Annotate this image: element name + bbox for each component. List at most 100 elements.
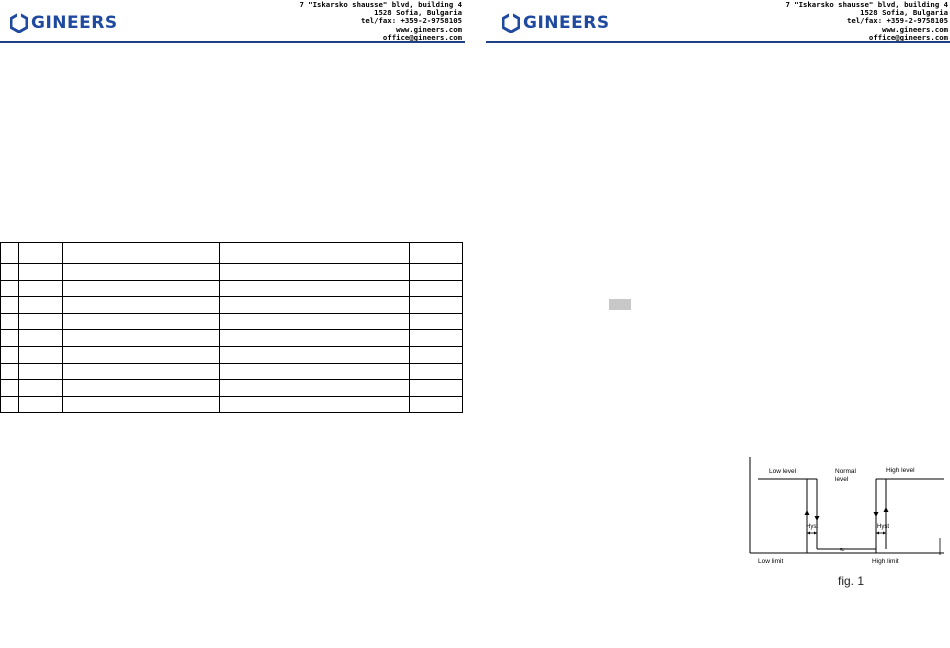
table-cell <box>62 362 220 381</box>
table-row <box>0 379 463 397</box>
table-cell <box>62 345 220 364</box>
table-cell <box>0 379 19 397</box>
address-line: 7 "Iskarsko shausse" blvd, building 4 <box>785 0 948 9</box>
table-cell <box>409 279 463 298</box>
table-cell <box>409 345 463 364</box>
table-cell <box>0 312 19 331</box>
table-cell <box>409 242 463 264</box>
table-cell <box>62 296 220 314</box>
company-logo: GINEERS <box>502 13 610 33</box>
hysteresis-figure: ≈ Low level Normal level High level Hyst… <box>748 455 948 595</box>
arrow-up-icon <box>804 510 810 515</box>
page-header: GINEERS 7 "Iskarsko shausse" blvd, build… <box>486 0 950 44</box>
address-line: www.gineers.com <box>882 24 948 34</box>
hyst-label: Hyst <box>806 524 818 530</box>
gray-placeholder-block <box>609 299 631 310</box>
table-row <box>0 362 463 381</box>
empty-table <box>0 242 463 414</box>
arrow-right-icon <box>883 531 886 535</box>
table-cell <box>0 242 19 264</box>
high-limit-label: High limit <box>872 558 899 565</box>
table-cell <box>18 345 63 364</box>
table-cell <box>0 329 19 347</box>
table-cell <box>409 395 463 414</box>
table-cell <box>0 263 19 281</box>
address-line: tel/fax: +359-2-9758105 <box>360 16 462 26</box>
table-cell <box>219 312 410 331</box>
table-cell <box>219 362 410 381</box>
table-cell <box>18 395 63 414</box>
table-cell <box>0 362 19 381</box>
table-row <box>0 263 463 281</box>
arrow-down-icon <box>814 516 820 521</box>
right-page: GINEERS 7 "Iskarsko shausse" blvd, build… <box>486 0 950 648</box>
table-cell <box>62 242 220 264</box>
logo-wordmark: GINEERS <box>31 12 118 33</box>
table-cell <box>409 362 463 381</box>
table-cell <box>409 312 463 331</box>
table-row <box>0 296 463 314</box>
table-row <box>0 279 463 298</box>
table-cell <box>18 279 63 298</box>
address-line: 1528 Sofia, Bulgaria <box>374 8 462 18</box>
normal-level-label: Normal <box>835 468 857 475</box>
company-address: 7 "Iskarsko shausse" blvd, building 4 15… <box>299 0 462 42</box>
arrow-left-icon <box>876 531 879 535</box>
table-cell <box>62 379 220 397</box>
address-line: 1528 Sofia, Bulgaria <box>860 8 948 18</box>
company-address: 7 "Iskarsko shausse" blvd, building 4 15… <box>785 0 948 42</box>
address-line: 7 "Iskarsko shausse" blvd, building 4 <box>299 0 462 9</box>
table-cell <box>0 296 19 314</box>
table-cell <box>62 279 220 298</box>
table-cell <box>0 345 19 364</box>
table-cell <box>219 263 410 281</box>
company-logo: GINEERS <box>10 13 118 33</box>
arrow-down-icon <box>873 512 879 517</box>
low-level-label: Low level <box>769 468 797 475</box>
table-cell <box>0 279 19 298</box>
table-row <box>0 345 463 364</box>
table-cell <box>18 263 63 281</box>
logo-hexagon-icon <box>10 13 28 33</box>
address-line: www.gineers.com <box>396 24 462 34</box>
table-cell <box>219 379 410 397</box>
left-page: GINEERS 7 "Iskarsko shausse" blvd, build… <box>0 0 465 648</box>
arrow-right-icon <box>814 531 817 535</box>
normal-level-label: level <box>835 476 849 483</box>
low-limit-label: Low limit <box>758 558 783 565</box>
table-cell <box>409 263 463 281</box>
table-cell <box>219 345 410 364</box>
table-cell <box>409 329 463 347</box>
arrow-up-icon <box>883 507 889 512</box>
table-cell <box>219 296 410 314</box>
hysteresis-diagram: ≈ Low level Normal level High level Hyst… <box>749 457 944 565</box>
table-cell <box>18 312 63 331</box>
high-level-label: High level <box>886 467 915 474</box>
table-cell <box>219 395 410 414</box>
table-cell <box>62 329 220 347</box>
table-cell <box>18 379 63 397</box>
table-row <box>0 312 463 331</box>
logo-wordmark: GINEERS <box>523 12 610 33</box>
table-cell <box>219 279 410 298</box>
table-cell <box>62 395 220 414</box>
table-cell <box>18 296 63 314</box>
address-line: office@gineers.com <box>868 32 948 42</box>
table-cell <box>409 296 463 314</box>
break-mark-icon: ≈ <box>840 545 845 554</box>
figure-caption: fig. 1 <box>838 574 865 588</box>
table-cell <box>18 242 63 264</box>
hyst-label: Hyst <box>877 524 889 530</box>
table-cell <box>0 395 19 414</box>
header-divider <box>486 41 950 43</box>
table-row <box>0 395 463 414</box>
table-cell <box>18 329 63 347</box>
address-line: tel/fax: +359-2-9758105 <box>846 16 948 26</box>
table-cell <box>62 312 220 331</box>
table-row <box>0 329 463 347</box>
arrow-left-icon <box>807 531 810 535</box>
table-cell <box>219 242 410 264</box>
table-cell <box>62 263 220 281</box>
header-divider <box>0 41 465 43</box>
table-header-row <box>0 242 463 264</box>
